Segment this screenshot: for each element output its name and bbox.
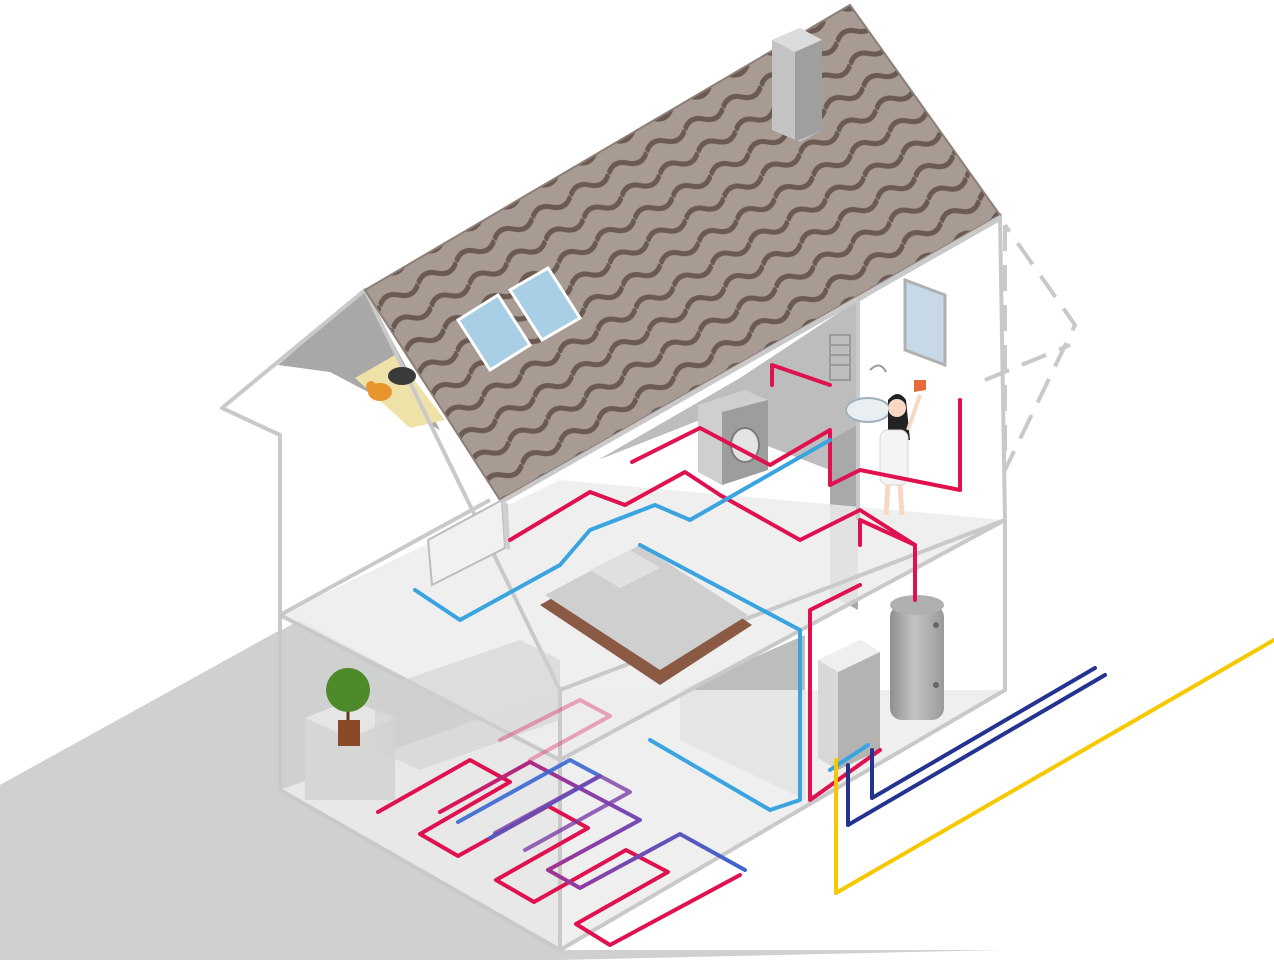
open-wall-dashed <box>1003 223 1077 472</box>
underfloor-heating-coil-icon <box>376 698 747 947</box>
hot-water-tank-icon <box>890 595 944 720</box>
ground-loop-pipes <box>846 666 1107 827</box>
mirror-icon <box>903 277 947 368</box>
heat-pump-indoor-unit-icon <box>818 640 880 770</box>
radiator-icon <box>426 498 510 587</box>
roof-edge <box>500 215 1002 505</box>
interior-wall-upper <box>598 300 858 600</box>
heating-supply-pipes <box>508 363 962 802</box>
bed-icon <box>540 545 752 685</box>
person-with-hairdryer-icon <box>879 380 926 516</box>
washing-machine-icon <box>698 390 768 485</box>
cats-icon <box>366 367 416 401</box>
chimney-icon <box>772 28 822 142</box>
towel-rail-icon <box>829 334 851 381</box>
skylight-icon <box>455 265 583 373</box>
sofa-icon <box>375 640 560 770</box>
electric-supply-line <box>834 638 1274 895</box>
